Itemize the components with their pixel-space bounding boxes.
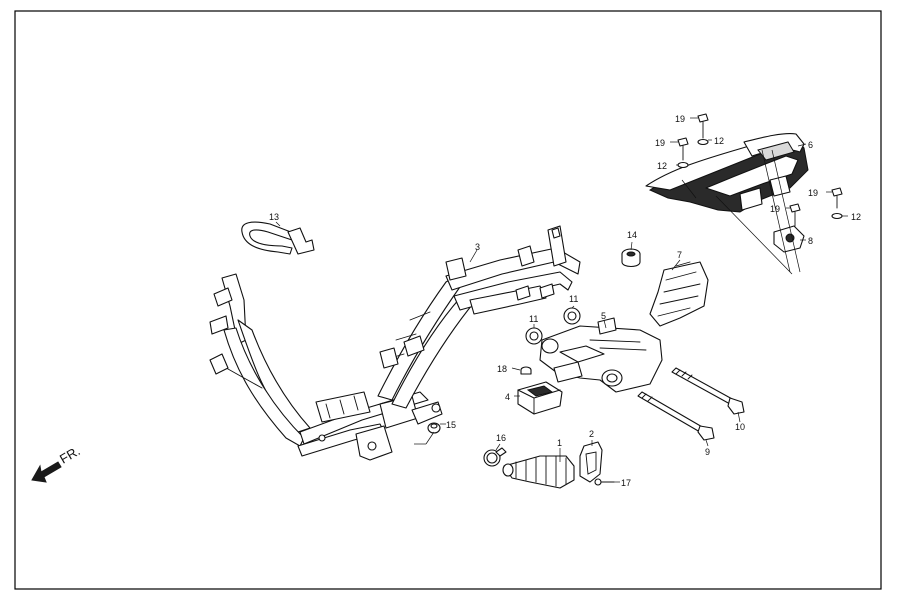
callout-1: 1 [557,438,562,448]
callout-5: 5 [601,311,606,321]
callout-19c: 19 [808,188,818,198]
callout-19b: 19 [655,138,665,148]
callout-12a: 12 [714,136,724,146]
callout-15: 15 [446,420,456,430]
callout-16: 16 [496,433,506,443]
callout-6: 6 [808,140,813,150]
callout-8: 8 [808,236,813,246]
leader-lines [275,117,848,483]
front-direction-indicator: FR. [31,443,83,483]
screw-part-17 [594,478,615,486]
callout-10: 10 [735,422,745,432]
bolt-19c [831,187,843,209]
callout-14: 14 [627,230,637,240]
callout-9: 9 [705,447,710,457]
bolt-19d [789,203,801,227]
bushing-part-11a [563,307,581,325]
bracket-plate-part-7 [649,261,709,327]
callout-12b: 12 [657,161,667,171]
rubber-block-part-4 [517,381,563,415]
callout-labels: 1 2 3 4 5 6 7 8 9 10 11 11 12 12 12 13 1… [269,114,861,488]
washer-12a [697,138,709,146]
washer-12b [677,161,689,169]
bolt-19b [677,137,689,161]
small-bracket-part-8 [773,225,805,253]
nut-part-18 [520,366,532,375]
bolt-19a [697,113,709,139]
callout-18: 18 [497,364,507,374]
washer-12c [831,212,843,220]
callout-13: 13 [269,212,279,222]
diagram-border [14,10,882,590]
strap-part-13 [241,221,315,255]
bellows-boot-part-1 [502,455,575,489]
engine-hanger-part-5 [539,317,663,393]
front-arrow-icon [31,461,62,483]
callout-19a: 19 [675,114,685,124]
callout-11b: 11 [529,314,538,324]
callout-4: 4 [505,392,510,402]
clamp-part-16 [483,447,507,467]
long-bolt-part-10 [671,367,745,415]
callout-11a: 11 [569,294,578,304]
front-direction-label: FR. [57,443,83,466]
long-bolt-part-9 [637,391,715,441]
callout-12c: 12 [851,212,861,222]
grommet-part-14 [621,248,641,268]
callout-17: 17 [621,478,631,488]
callout-7: 7 [677,250,682,260]
callout-2: 2 [589,429,594,439]
bushing-part-11b [525,327,543,345]
callout-3: 3 [475,242,480,252]
rear-carrier-part-6 [645,133,809,213]
cap-part-15 [427,422,441,434]
callout-19d: 19 [770,204,780,214]
main-frame [209,225,581,461]
cover-plate-part-2 [579,441,603,483]
